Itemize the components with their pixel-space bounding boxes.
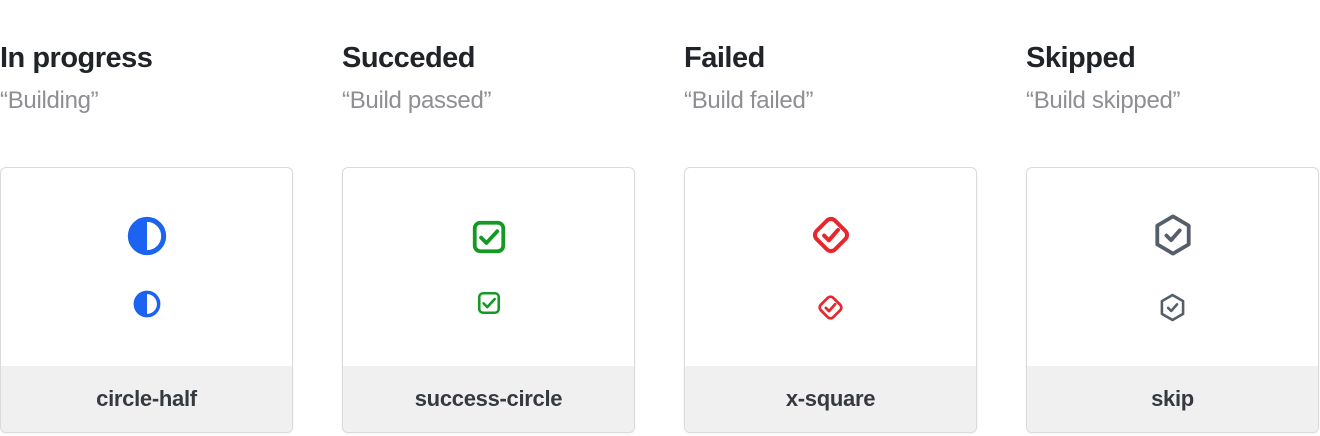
circle-half-icon-small (133, 290, 161, 318)
icon-card: x-square (684, 167, 977, 433)
icon-card: circle-half (0, 167, 293, 433)
status-quote: “Build failed” (684, 87, 814, 114)
status-quote: “Building” (0, 87, 99, 114)
check-diamond-icon-small (815, 292, 846, 323)
column-skipped: Skipped “Build skipped” skip (1026, 0, 1319, 433)
status-title: Failed (684, 42, 765, 74)
icon-card: success-circle (342, 167, 635, 433)
column-failed: Failed “Build failed” x-square (684, 0, 977, 433)
check-hexagon-icon-small (1157, 292, 1188, 323)
icon-preview-area (343, 168, 634, 366)
circle-half-icon (127, 216, 167, 256)
icon-name-label: success-circle (343, 366, 634, 432)
icon-preview-area (685, 168, 976, 366)
icon-name-label: circle-half (1, 366, 292, 432)
status-title: In progress (0, 42, 153, 74)
icon-name-label: skip (1027, 366, 1318, 432)
check-diamond-icon (808, 212, 854, 258)
icon-preview-area (1027, 168, 1318, 366)
check-square-icon-small (476, 290, 502, 316)
check-hexagon-icon (1150, 212, 1196, 258)
status-title: Skipped (1026, 42, 1136, 74)
status-title: Succeded (342, 42, 476, 74)
icon-preview-area (1, 168, 292, 366)
icon-card: skip (1026, 167, 1319, 433)
icon-name-label: x-square (685, 366, 976, 432)
column-in-progress: In progress “Building” circle-half (0, 0, 293, 433)
status-quote: “Build passed” (342, 87, 492, 114)
check-square-icon (470, 218, 508, 256)
column-succeeded: Succeded “Build passed” success-circle (342, 0, 635, 433)
status-quote: “Build skipped” (1026, 87, 1181, 114)
